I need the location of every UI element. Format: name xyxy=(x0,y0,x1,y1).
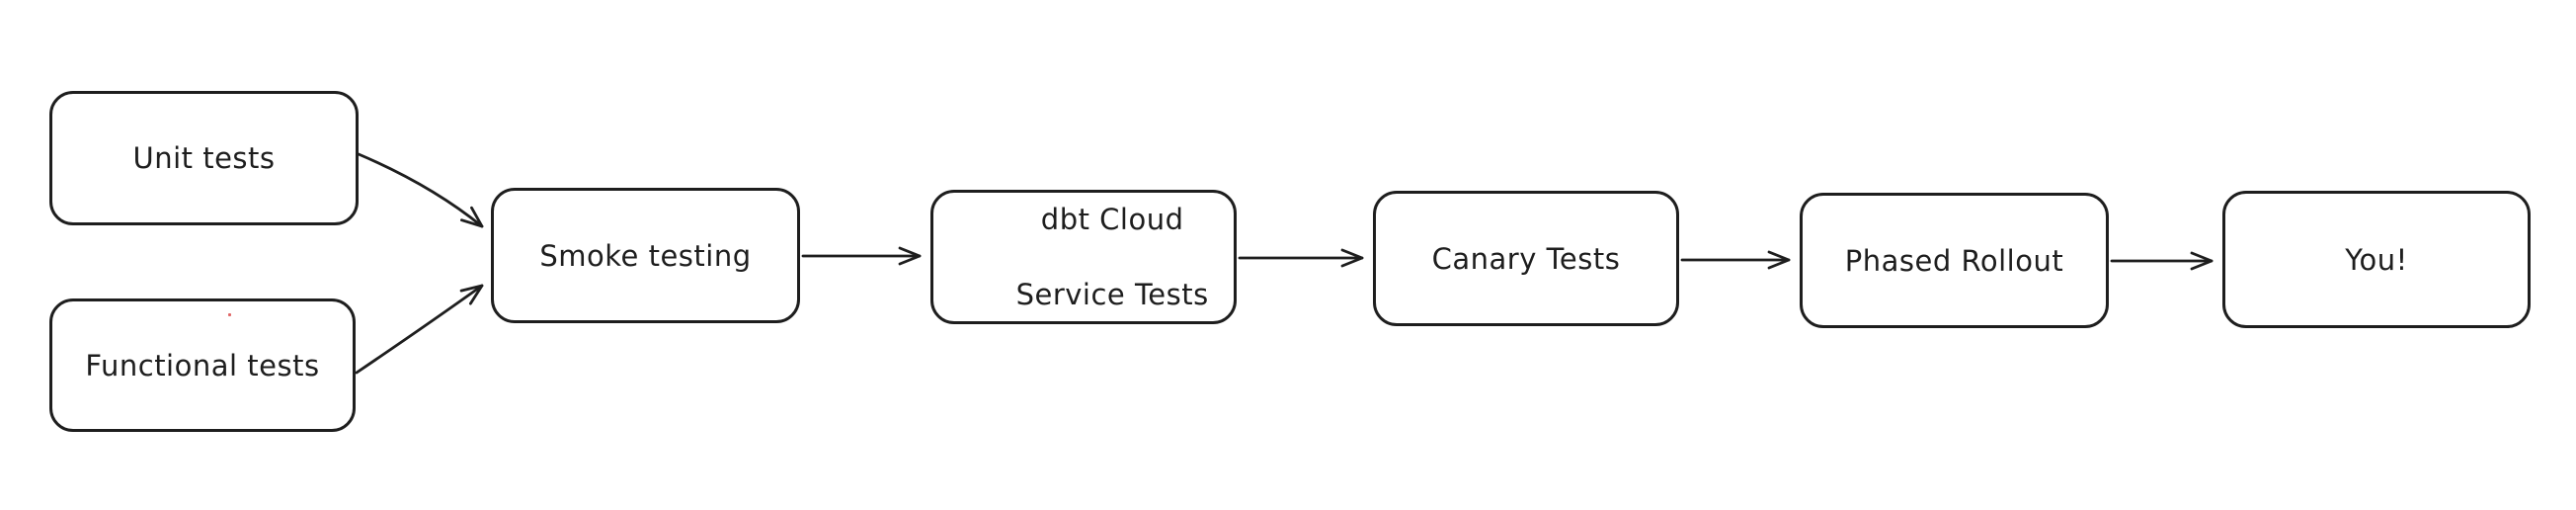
node-unit-tests: Unit tests xyxy=(49,91,359,225)
edge-functional-tests-to-smoke-testing xyxy=(355,284,484,375)
stray-red-dot xyxy=(228,313,231,316)
node-you-label: You! xyxy=(2345,242,2408,277)
node-dbt-cloud-line-2: Service Tests xyxy=(1015,278,1209,311)
node-dbt-cloud-service-tests: dbt Cloud Service Tests xyxy=(930,190,1237,324)
node-canary-tests-label: Canary Tests xyxy=(1431,241,1621,276)
node-canary-tests: Canary Tests xyxy=(1373,191,1679,326)
node-dbt-cloud-line-1: dbt Cloud xyxy=(1040,203,1184,236)
node-functional-tests-label: Functional tests xyxy=(85,348,320,382)
node-phased-rollout: Phased Rollout xyxy=(1800,193,2109,328)
node-you: You! xyxy=(2222,191,2531,328)
node-unit-tests-label: Unit tests xyxy=(132,141,276,175)
node-smoke-testing: Smoke testing xyxy=(491,188,800,323)
node-functional-tests: Functional tests xyxy=(49,298,356,432)
node-phased-rollout-label: Phased Rollout xyxy=(1844,243,2064,278)
node-smoke-testing-label: Smoke testing xyxy=(539,238,752,273)
node-dbt-cloud-service-tests-label: dbt Cloud Service Tests xyxy=(958,163,1209,351)
edge-unit-tests-to-smoke-testing xyxy=(357,152,484,228)
